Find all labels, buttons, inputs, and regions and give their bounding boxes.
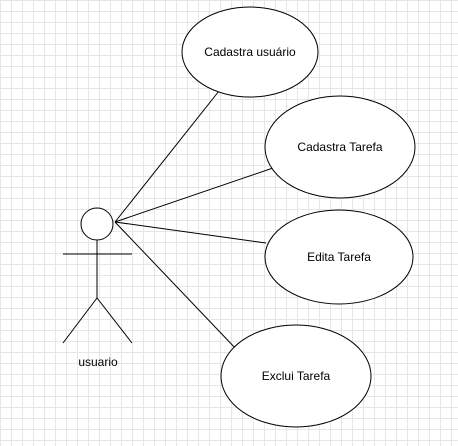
use-case-edita-tarefa[interactable]: Edita Tarefa	[264, 209, 414, 305]
associations	[114, 90, 274, 352]
actor-label: usuario	[78, 355, 118, 369]
actor-usuario[interactable]	[62, 207, 133, 344]
use-case-ellipse	[264, 209, 414, 305]
use-case-cadastra-usuario[interactable]: Cadastra usuário	[181, 6, 319, 98]
association-line-cadastra-usuario[interactable]	[114, 90, 220, 223]
use-case-cadastra-tarefa[interactable]: Cadastra Tarefa	[264, 95, 416, 199]
use-case-label: Cadastra Tarefa	[297, 140, 382, 154]
use-case-ellipse	[264, 95, 416, 199]
actor-right-leg	[96, 297, 133, 344]
use-case-exclui-tarefa[interactable]: Exclui Tarefa	[220, 324, 372, 428]
use-case-label: Exclui Tarefa	[262, 369, 331, 383]
use-case-label: Edita Tarefa	[307, 250, 371, 264]
association-line-cadastra-tarefa[interactable]	[114, 167, 274, 223]
association-line-edita-tarefa[interactable]	[114, 221, 267, 244]
use-case-ellipse	[181, 6, 319, 98]
association-line-exclui-tarefa[interactable]	[114, 221, 239, 352]
actor-left-leg	[62, 297, 98, 344]
use-case-label: Cadastra usuário	[204, 45, 296, 59]
actor-head	[80, 207, 114, 241]
use-case-ellipse	[220, 324, 372, 428]
